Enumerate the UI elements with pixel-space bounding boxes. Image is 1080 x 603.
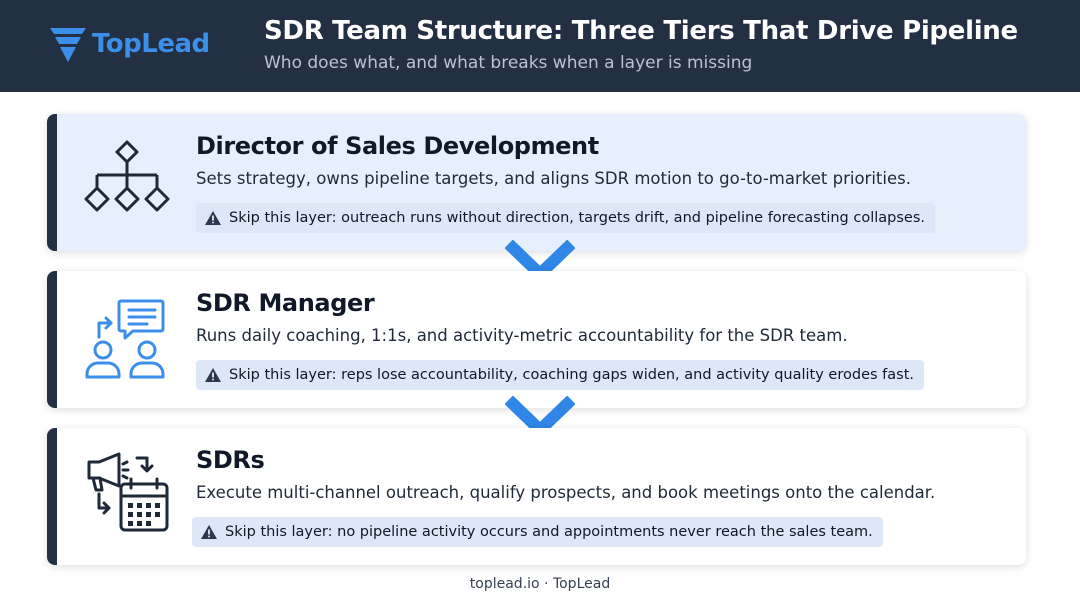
coaching-icon [85, 299, 165, 379]
warning-callout: Skip this layer: reps lose accountabilit… [196, 360, 924, 390]
page-title: SDR Team Structure: Three Tiers That Dri… [264, 16, 1018, 46]
tier-card-director: Director of Sales Development Sets strat… [47, 114, 1026, 251]
tier-card-manager: SDR Manager Runs daily coaching, 1:1s, a… [47, 271, 1026, 408]
warning-text: Skip this layer: no pipeline activity oc… [225, 524, 873, 540]
footer-credit: toplead.io · TopLead [469, 576, 611, 592]
tier-description: Runs daily coaching, 1:1s, and activity-… [196, 326, 848, 345]
tier-description: Execute multi-channel outreach, qualify … [196, 483, 936, 502]
header: TopLead SDR Team Structure: Three Tiers … [0, 0, 1080, 92]
toplead-logo: TopLead [48, 26, 238, 66]
warning-triangle-icon [201, 525, 217, 539]
funnel-logo-icon [50, 28, 86, 62]
warning-callout: Skip this layer: outreach runs without d… [196, 203, 935, 233]
tier-title: SDRs [196, 446, 265, 474]
warning-text: Skip this layer: outreach runs without d… [229, 210, 925, 226]
outreach-calendar-icon [87, 452, 169, 532]
tier-title: SDR Manager [196, 289, 375, 317]
warning-text: Skip this layer: reps lose accountabilit… [229, 367, 914, 383]
tier-title: Director of Sales Development [196, 132, 599, 160]
warning-triangle-icon [205, 211, 221, 225]
tier-description: Sets strategy, owns pipeline targets, an… [196, 169, 911, 188]
warning-triangle-icon [205, 368, 221, 382]
warning-callout: Skip this layer: no pipeline activity oc… [192, 517, 883, 547]
tier-card-sdrs: SDRs Execute multi-channel outreach, qua… [47, 428, 1026, 565]
page-subtitle: Who does what, and what breaks when a la… [264, 53, 753, 73]
logo-text: TopLead [92, 29, 210, 59]
org-chart-icon [84, 140, 170, 212]
